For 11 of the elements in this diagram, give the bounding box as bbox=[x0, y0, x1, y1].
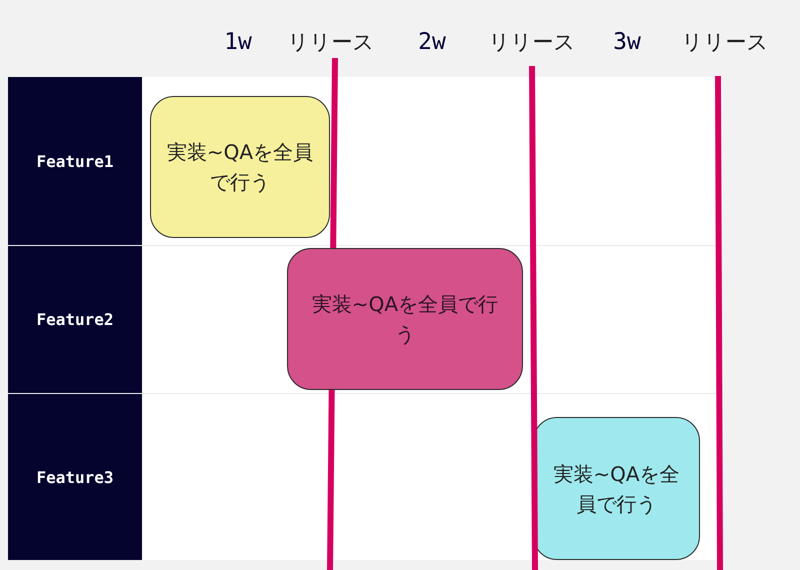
sticky-note: 実装~QAを全員で行う bbox=[150, 96, 330, 238]
row-header: Feature1 bbox=[8, 77, 142, 245]
week-label: 3w bbox=[613, 28, 641, 56]
week-label: 2w bbox=[418, 28, 446, 56]
sticky-note: 実装~QAを全員で行う bbox=[287, 248, 523, 390]
release-label: リリース bbox=[682, 30, 768, 54]
row-header: Feature3 bbox=[8, 394, 142, 560]
release-label: リリース bbox=[288, 30, 374, 54]
row-header: Feature2 bbox=[8, 246, 142, 393]
release-label: リリース bbox=[488, 30, 576, 54]
week-label: 1w bbox=[224, 28, 252, 56]
